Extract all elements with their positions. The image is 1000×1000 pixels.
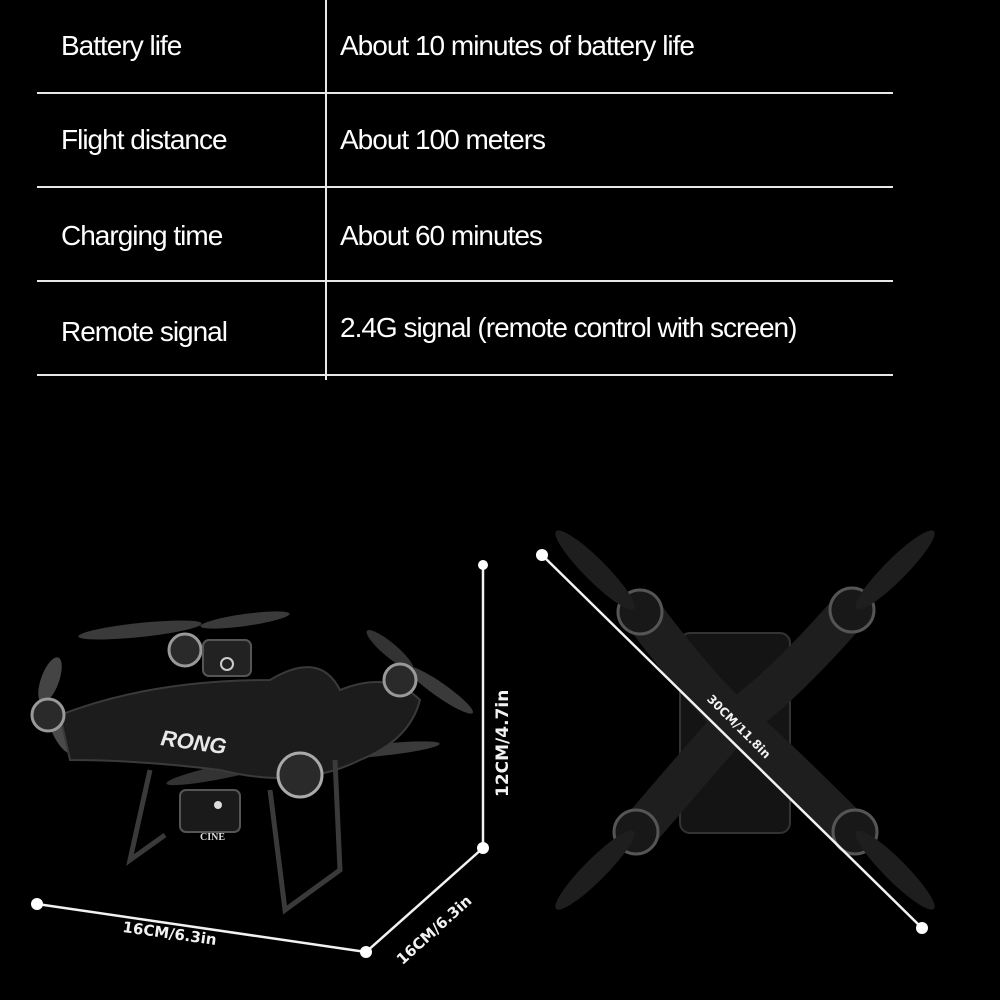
spec-value: 2.4G signal (remote control with screen) xyxy=(340,312,797,343)
height-dimension-label: 12CM/4.7in xyxy=(493,689,513,797)
spec-value: About 100 meters xyxy=(340,124,546,155)
spec-label: Battery life xyxy=(61,30,182,61)
row-divider xyxy=(37,92,893,94)
spec-value: About 10 minutes of battery life xyxy=(340,30,695,61)
table-row: Charging time About 60 minutes xyxy=(37,188,893,282)
spec-label: Charging time xyxy=(61,220,223,251)
diagonal-dimension-line xyxy=(536,549,928,934)
dimension-lines xyxy=(31,560,489,958)
table-column-divider xyxy=(325,0,327,380)
camera-mark: CINE xyxy=(200,832,225,843)
spec-label: Remote signal xyxy=(61,316,228,347)
row-divider xyxy=(37,374,893,376)
drone-top-view-icon xyxy=(555,530,935,910)
table-row: Flight distance About 100 meters xyxy=(37,94,893,188)
spec-value: About 60 minutes xyxy=(340,220,543,251)
table-row: Battery life About 10 minutes of battery… xyxy=(37,0,893,94)
drone-side-view-icon: RONG CINE xyxy=(30,611,474,915)
row-divider xyxy=(37,280,893,282)
row-divider xyxy=(37,186,893,188)
spec-label: Flight distance xyxy=(61,124,228,155)
table-row: Remote signal 2.4G signal (remote contro… xyxy=(37,282,893,376)
